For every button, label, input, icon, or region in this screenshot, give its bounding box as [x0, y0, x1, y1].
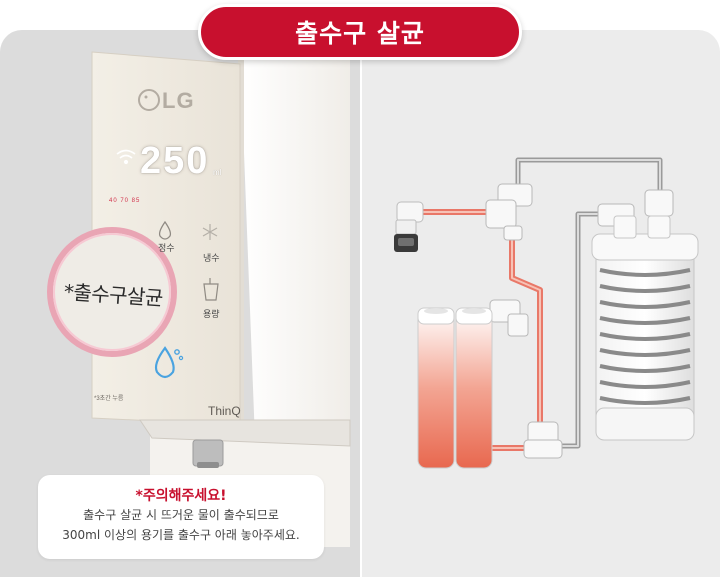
panel-divider	[360, 30, 362, 577]
volume-unit: ml	[213, 168, 222, 177]
pipe-elbow-fitting	[489, 189, 674, 337]
filter-cartridge-1	[417, 307, 455, 469]
zoom-callout-circle	[47, 227, 177, 357]
cup-icon	[203, 278, 219, 301]
filter-cartridge-2	[455, 307, 493, 469]
warning-title: *주의해주세요!	[135, 488, 227, 504]
volume-display: 250	[140, 140, 210, 182]
press-hold-hint: *3초간 누름	[94, 396, 124, 402]
device-side	[238, 48, 350, 443]
warning-line-1: 출수구 살균 시 뜨거운 물이 출수되므로	[83, 508, 279, 522]
purified-water-button-label[interactable]: 정수	[158, 243, 175, 253]
hot-water-tank	[591, 215, 699, 441]
cold-water-button-label[interactable]: 냉수	[203, 253, 220, 263]
pipe-t-fitting	[485, 183, 533, 241]
warning-box: *주의해주세요! 출수구 살균 시 뜨거운 물이 출수되므로 300ml 이상의…	[38, 475, 324, 559]
outlet-faucet-fitting	[394, 201, 424, 252]
page-title-badge: 출수구 살균	[198, 4, 522, 60]
temperature-options: 40 70 85	[109, 198, 141, 204]
snowflake-icon	[202, 224, 218, 240]
heating-coil	[599, 268, 691, 405]
thinq-logo-text: ThinQ	[208, 404, 241, 418]
sterilize-drop-icon	[154, 346, 184, 379]
water-drop-icon	[158, 220, 172, 240]
lg-logo-icon	[138, 89, 160, 111]
warning-line-2: 300ml 이상의 용기를 출수구 아래 놓아주세요.	[62, 528, 300, 542]
faucet-mount	[139, 419, 351, 447]
volume-button-label[interactable]: 용량	[203, 309, 220, 319]
pipe-t-fitting-bottom	[523, 421, 563, 459]
brand-logo-text: LG	[162, 88, 195, 113]
wifi-icon	[116, 149, 136, 165]
